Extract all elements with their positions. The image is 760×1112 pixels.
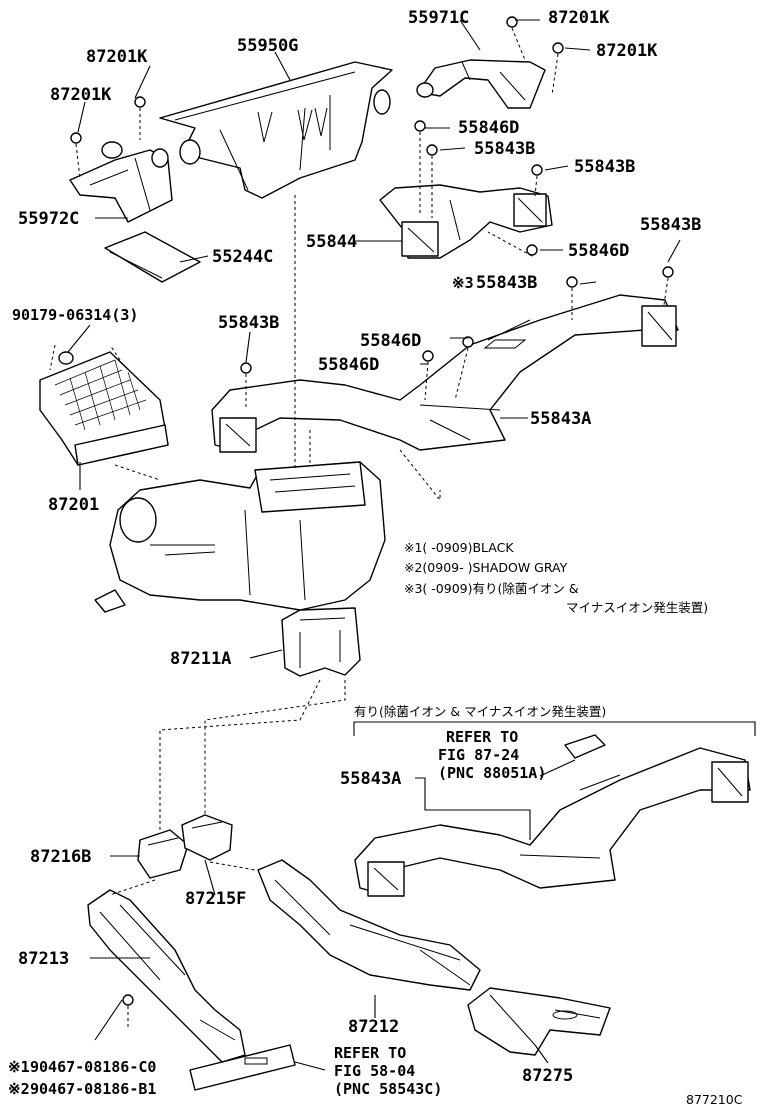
label-55843b-b: 55843B [574,157,635,177]
filter-55244c-drawing [104,231,201,283]
duct-55843a-drawing [211,294,679,453]
label-87201k-c: 87201K [86,47,148,67]
label-87215f: 87215F [185,889,246,909]
mark-1-bolt: ※1 [8,1058,30,1076]
cover-58543c-drawing [189,1044,296,1091]
label-87275: 87275 [522,1066,573,1086]
label-55846d-c: 55846D [360,331,421,351]
label-87201: 87201 [48,495,99,515]
ref-2-line2: FIG 58-04 [334,1062,415,1080]
label-55843b-e: 55843B [218,313,279,333]
ref-1-line2: FIG 87-24 [438,746,519,764]
leader-lines [67,19,681,1071]
adapter-87216b-drawing [137,829,189,879]
label-87211a: 87211A [170,649,231,669]
note-option-bracket: 有り(除菌イオン & マイナスイオン発生装置) [354,704,606,719]
label-90467-b1: 90467-08186-B1 [30,1080,156,1098]
label-55846d-d: 55846D [318,355,379,375]
label-87201k-d: 87201K [50,85,112,105]
ref-1-line1: REFER TO [446,728,518,746]
duct-87275-drawing [467,987,611,1056]
note-1: ※1( -0909)BLACK [404,540,514,555]
duct-55844-drawing [379,184,553,259]
ref-2-line1: REFER TO [334,1044,406,1062]
note-3-line2: マイナスイオン発生装置) [566,600,708,615]
duct-55972c-drawing [69,141,173,223]
label-55843b-d: 55843B [476,273,537,293]
duct-87212-drawing [257,859,481,991]
duct-87213-drawing [87,889,246,1063]
ref-1-line3: (PNC 88051A) [438,764,546,782]
duct-55971c-drawing [416,59,546,109]
label-55971c: 55971C [408,8,469,28]
label-87216b: 87216B [30,847,91,867]
label-87201k-a: 87201K [548,8,610,28]
label-55846d-b: 55846D [568,241,629,261]
mark-3: ※3 [452,274,474,292]
option-bracket [353,721,756,736]
label-55843b-a: 55843B [474,139,535,159]
label-87213: 87213 [18,949,69,969]
label-87201k-b: 87201K [596,41,658,61]
duct-55843a-lower-drawing [354,734,751,897]
adapter-87211a-drawing [281,607,361,677]
label-55843b-c: 55843B [640,215,701,235]
label-55244c: 55244C [212,247,273,267]
note-3-line1: ※3( -0909)有り(除菌イオン & [404,581,579,596]
label-90179: 90179-06314(3) [12,306,138,324]
label-55972c: 55972C [18,209,79,229]
label-55844: 55844 [306,232,357,252]
ref-2-line3: (PNC 58543C) [334,1080,442,1098]
label-55843a-a: 55843A [530,409,591,429]
case-87201-drawing [39,351,169,466]
adapter-87215f-drawing [181,814,233,861]
hvac-unit-drawing [94,461,386,613]
duct-55950g-drawing [159,61,393,199]
note-2: ※2(0909- )SHADOW GRAY [404,560,568,575]
label-55846d-a: 55846D [458,118,519,138]
figure-id: 877210C [686,1092,743,1107]
label-90467-c0: 90467-08186-C0 [30,1058,156,1076]
label-87212: 87212 [348,1017,399,1037]
label-55843a-b: 55843A [340,769,401,789]
assembly-dashed-lines [49,27,669,1030]
label-55950g: 55950G [237,36,298,56]
mark-2-bolt: ※2 [8,1080,30,1098]
fasteners [70,16,674,1006]
